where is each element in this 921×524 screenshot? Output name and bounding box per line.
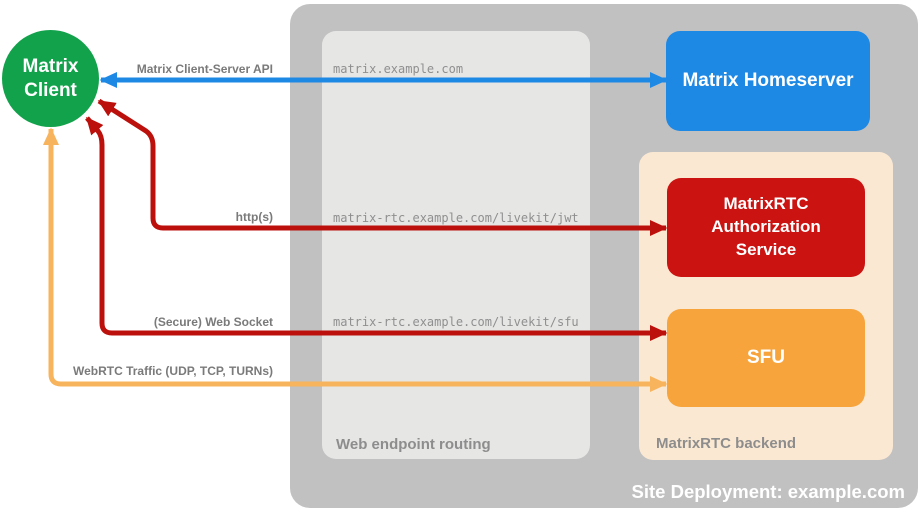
- edge-label-webrtc-traffic: WebRTC Traffic (UDP, TCP, TURNs): [72, 364, 273, 378]
- web-endpoint-routing-container: [322, 31, 590, 459]
- site-deployment-label: Site Deployment: example.com: [631, 481, 905, 502]
- matrixrtc-auth-service-node: MatrixRTC Authorization Service: [667, 178, 865, 277]
- edge-label-websocket: (Secure) Web Socket: [153, 315, 273, 329]
- sfu-label: SFU: [747, 347, 785, 368]
- matrix-client-node: Matrix Client: [2, 30, 99, 127]
- matrix-homeserver-node: Matrix Homeserver: [666, 31, 870, 131]
- matrix-client-label-line1: Matrix: [22, 55, 79, 77]
- route-url-livekit-sfu: matrix-rtc.example.com/livekit/sfu: [333, 315, 579, 329]
- matrixrtc-backend-label: MatrixRTC backend: [656, 435, 797, 452]
- route-url-livekit-jwt: matrix-rtc.example.com/livekit/jwt: [333, 211, 579, 225]
- edge-label-https: http(s): [235, 210, 273, 224]
- sfu-node: SFU: [667, 309, 865, 407]
- web-endpoint-routing-label: Web endpoint routing: [336, 436, 491, 453]
- matrix-homeserver-label: Matrix Homeserver: [682, 70, 854, 91]
- matrix-client-label-line2: Client: [24, 79, 77, 101]
- route-url-matrix: matrix.example.com: [333, 62, 464, 76]
- matrixrtc-auth-service-label: MatrixRTC Authorization Service: [711, 194, 821, 259]
- edge-label-client-server-api: Matrix Client-Server API: [136, 62, 273, 76]
